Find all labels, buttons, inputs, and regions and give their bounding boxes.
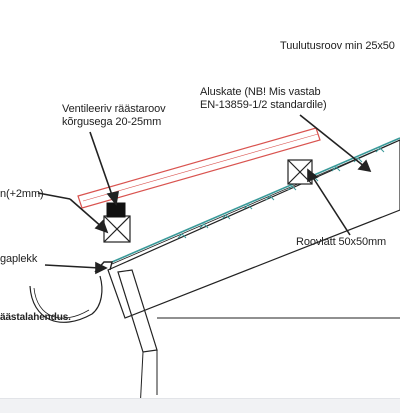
gutter-inner	[33, 287, 90, 319]
roof-batten-label: Roovlatt 50x50mm	[296, 236, 387, 248]
roof-batten-lower	[103, 215, 131, 243]
counter-batten-inner	[82, 133, 319, 202]
counter-batten-label: Tuulutusroov min 25x50	[280, 40, 395, 52]
underlay-label-line1: Aluskate (NB! Mis vastab	[200, 86, 321, 98]
fascia-board	[117, 269, 158, 353]
gutter	[29, 275, 103, 323]
underlay-membrane	[111, 137, 400, 263]
plate-label: gaplekk	[0, 253, 38, 265]
underlay-label-line2: EN-13859-1/2 standardile)	[200, 99, 327, 111]
bottom-band	[0, 398, 400, 413]
gutter-label: äästalahendus.	[0, 312, 71, 323]
ventilation-batten-label-line1: Ventileeriv räästaroov	[62, 103, 166, 115]
rafter	[107, 139, 400, 319]
height-note-label: n(+2mm)	[0, 188, 44, 200]
ventilation-batten-label-line2: kõrgusega 20-25mm	[62, 116, 162, 128]
leader-lines	[37, 114, 372, 275]
underlay-membrane-edge	[111, 139, 400, 265]
counter-batten	[77, 127, 321, 209]
